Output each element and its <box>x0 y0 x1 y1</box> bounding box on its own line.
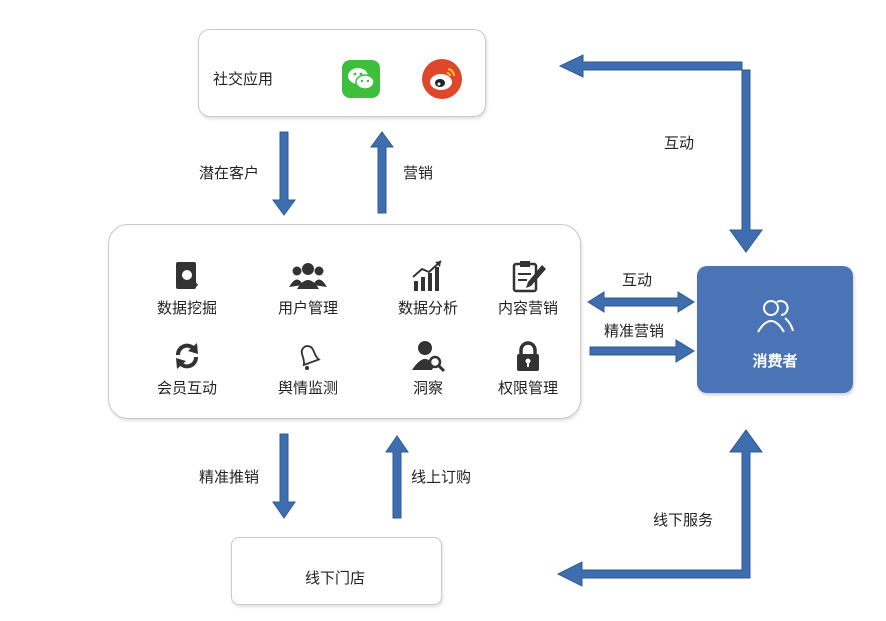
feature-permission-management: 权限管理 <box>473 339 583 398</box>
social-apps-box: 社交应用 <box>198 29 486 117</box>
edge-label-interaction-hub: 互动 <box>622 271 653 289</box>
weibo-icon <box>422 59 462 99</box>
book-search-icon <box>176 262 199 289</box>
offline-store-box: 线下门店 <box>231 537 442 605</box>
people-outline-icon <box>757 300 794 333</box>
feature-label: 内容营销 <box>497 299 558 317</box>
edge-label-precision-promotion: 精准推销 <box>199 468 260 486</box>
edge-label-offline-service: 线下服务 <box>653 511 714 529</box>
edge-label-precision-marketing: 精准营销 <box>604 322 665 340</box>
consumer-label: 消费者 <box>752 352 798 370</box>
feature-label: 权限管理 <box>497 379 558 397</box>
edge-label-interaction-social: 互动 <box>664 134 695 152</box>
arrow-hub-to-consumer <box>589 339 695 363</box>
feature-data-analysis: 数据分析 <box>373 259 483 318</box>
feature-user-management: 用户管理 <box>253 259 363 318</box>
feature-label: 数据挖掘 <box>156 299 217 317</box>
feature-public-opinion-monitoring: 舆情监测 <box>253 339 363 398</box>
platform-features-box: 数据挖掘 用户管理 数据分析 内容营销 <box>108 224 581 419</box>
arrow-store-to-hub <box>385 435 409 519</box>
edge-label-marketing: 营销 <box>403 164 434 182</box>
feature-insight: 洞察 <box>373 339 483 398</box>
offline-store-label: 线下门店 <box>305 569 366 587</box>
edge-label-online-order: 线上订购 <box>411 468 472 486</box>
feature-label: 数据分析 <box>397 299 458 317</box>
user-search-icon <box>412 341 445 373</box>
arrow-social-to-hub <box>272 131 296 216</box>
feature-content-marketing: 内容营销 <box>473 259 583 318</box>
arrow-consumer-to-social <box>558 54 763 253</box>
users-icon <box>289 263 327 289</box>
arrow-hub-to-social <box>370 131 394 214</box>
arrow-hub-consumer-bidir <box>587 291 695 313</box>
bar-chart-trend-icon <box>412 260 442 291</box>
feature-label: 舆情监测 <box>277 379 338 397</box>
edge-label-potential-customers: 潜在客户 <box>199 164 260 182</box>
lock-icon <box>517 341 539 371</box>
wechat-icon <box>342 60 380 98</box>
feature-label: 会员互动 <box>156 379 217 397</box>
clipboard-pen-icon <box>512 261 546 293</box>
arrow-hub-to-store <box>272 433 296 519</box>
feature-label: 用户管理 <box>277 299 338 317</box>
feature-member-interaction: 会员互动 <box>132 339 242 398</box>
consumer-box: 消费者 <box>697 266 853 393</box>
feature-label: 洞察 <box>412 379 443 397</box>
feature-data-mining: 数据挖掘 <box>132 259 242 318</box>
bell-icon <box>300 345 321 370</box>
refresh-arrows-icon <box>176 343 198 369</box>
social-apps-label: 社交应用 <box>213 70 274 88</box>
arrow-consumer-to-store <box>556 429 763 587</box>
